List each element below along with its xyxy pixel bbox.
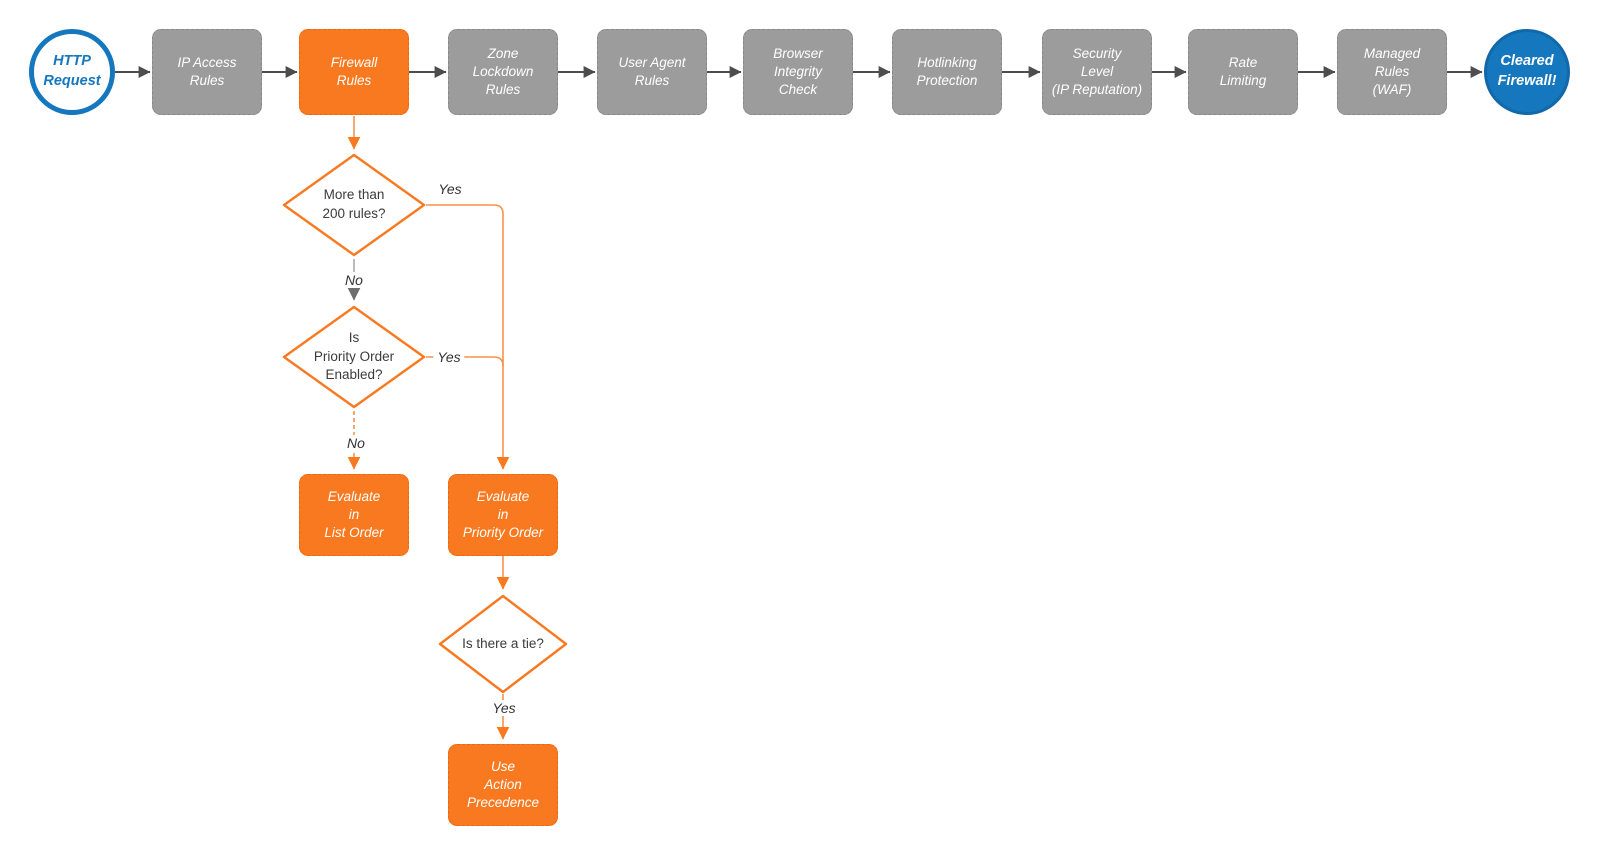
node-managed-rules-waf: Managed Rules (WAF) [1337,29,1447,115]
node-label: Rate Limiting [1219,54,1267,88]
node-evaluate-list-order: Evaluate in List Order [299,474,409,556]
node-security-level: Security Level (IP Reputation) [1042,29,1152,115]
edge-decision2-yes [426,356,504,367]
node-label: Hotlinking Protection [916,54,978,88]
node-decision-tie: Is there a tie? [438,594,568,694]
node-evaluate-priority-order: Evaluate in Priority Order [448,474,558,556]
node-http-request: HTTP Request [29,29,115,115]
node-ip-access-rules: IP Access Rules [152,29,262,115]
diamond-shape [282,153,426,257]
node-label: Security Level (IP Reputation) [1051,45,1143,98]
node-firewall-rules: Firewall Rules [299,29,409,115]
node-label: More than 200 rules? [322,187,386,221]
node-hotlinking-protection: Hotlinking Protection [892,29,1002,115]
node-label: Managed Rules (WAF) [1363,45,1421,98]
node-browser-integrity-check: Browser Integrity Check [743,29,853,115]
node-zone-lockdown-rules: Zone Lockdown Rules [448,29,558,115]
edge-label-yes: Yes [434,181,466,197]
node-label: Use Action Precedence [466,758,540,811]
edge-label-no: No [341,272,367,288]
node-label: IP Access Rules [177,54,237,88]
edge-decision1-yes [426,204,510,470]
node-label: Browser Integrity Check [773,45,823,98]
node-use-action-precedence: Use Action Precedence [448,744,558,826]
node-label: Evaluate in List Order [324,488,384,541]
node-label: Cleared Firewall! [1497,53,1557,89]
diamond-shape [282,305,426,409]
node-user-agent-rules: User Agent Rules [597,29,707,115]
edge-label-yes: Yes [488,700,520,716]
node-label: Firewall Rules [330,54,378,88]
node-label: Zone Lockdown Rules [472,45,534,98]
node-label: Is Priority Order Enabled? [313,329,395,383]
edge-label-yes: Yes [433,349,465,365]
node-decision-priority-order: Is Priority Order Enabled? [282,305,426,409]
node-decision-more-than-200: More than 200 rules? [282,153,426,257]
node-label: User Agent Rules [618,54,686,88]
diamond-shape [438,594,568,694]
node-label: Is there a tie? [462,635,544,651]
node-rate-limiting: Rate Limiting [1188,29,1298,115]
node-label: HTTP Request [43,53,101,89]
edge-label-no: No [343,435,369,451]
node-cleared-firewall: Cleared Firewall! [1484,29,1570,115]
node-label: Evaluate in Priority Order [462,488,544,541]
